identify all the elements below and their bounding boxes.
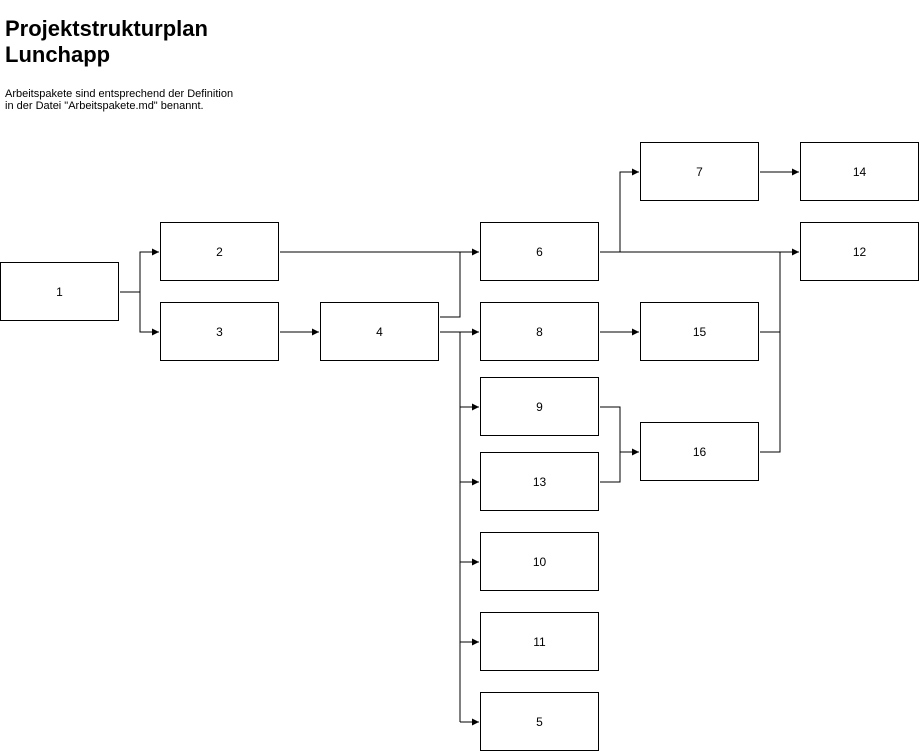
title-line-2: Lunchapp: [5, 42, 111, 67]
edge-6-7: [619, 168, 639, 252]
node-4: 4: [320, 302, 439, 361]
node-5: 5: [480, 692, 599, 751]
node-12: 12: [800, 222, 919, 281]
edge-15-12: [760, 252, 781, 333]
node-11: 11: [480, 612, 599, 671]
diagram-description: Arbeitspakete sind entsprechend der Defi…: [5, 88, 234, 112]
node-6: 6: [480, 222, 599, 281]
node-2: 2: [160, 222, 279, 281]
node-1: 1: [0, 262, 119, 321]
node-8: 8: [480, 302, 599, 361]
edge-4-6: [440, 252, 461, 318]
diagram-title: Projektstrukturplan Lunchapp: [5, 16, 208, 68]
node-16: 16: [640, 422, 759, 481]
node-13: 13: [480, 452, 599, 511]
edge-16-12: [760, 332, 781, 453]
node-3: 3: [160, 302, 279, 361]
node-14: 14: [800, 142, 919, 201]
edge-1-2: [120, 248, 159, 293]
node-9: 9: [480, 377, 599, 436]
node-7: 7: [640, 142, 759, 201]
edge-13-16: [600, 452, 621, 483]
title-line-1: Projektstrukturplan: [5, 16, 208, 41]
node-15: 15: [640, 302, 759, 361]
edge-1-3: [139, 292, 159, 336]
node-10: 10: [480, 532, 599, 591]
edge-9-16: [600, 406, 639, 456]
